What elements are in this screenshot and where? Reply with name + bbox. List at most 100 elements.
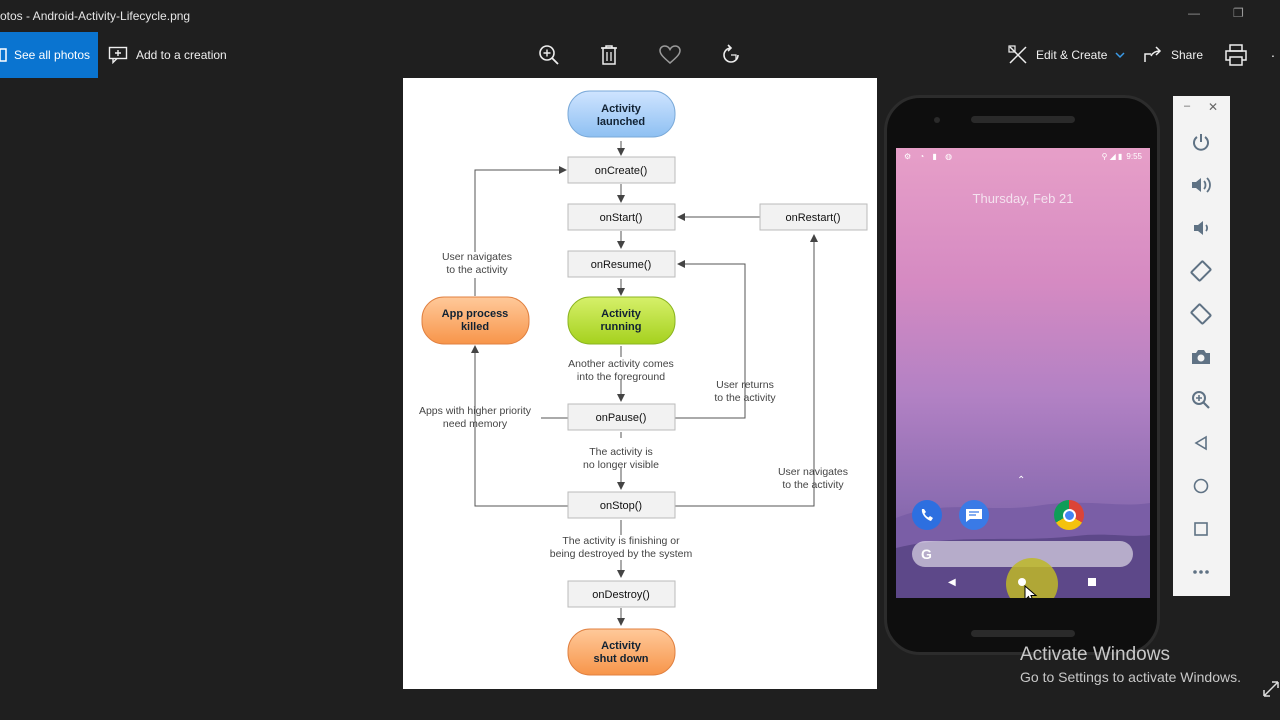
node-onresume: onResume() [567,250,676,278]
minimize-button[interactable]: — [1188,6,1200,20]
photos-icon [0,48,7,62]
touch-indicator [1006,558,1058,598]
google-search-bar[interactable]: G [912,541,1133,567]
activate-windows-subtitle: Go to Settings to activate Windows. [1020,669,1241,685]
label-user-returns-1: User returns [716,379,774,391]
camera-dot [934,117,940,123]
chevron-down-icon [1115,52,1125,59]
mouse-cursor-icon [1024,585,1038,598]
node-oncreate: onCreate() [567,156,676,184]
zoom-in-icon[interactable] [536,42,562,68]
node-onrestart-label: onRestart() [785,212,840,224]
nav-overview-icon[interactable] [1088,578,1096,586]
status-right-icons: ⚲ ◢ ▮ [1101,151,1123,161]
label-finishing-1: The activity is finishing or [562,535,680,547]
overview-icon[interactable] [1187,515,1215,543]
rotate-right-icon[interactable] [1187,300,1215,328]
more-icon[interactable]: · [1270,47,1276,63]
chrome-app-icon[interactable] [1054,500,1084,530]
share-icon [1144,46,1162,62]
node-app-process-killed: App process killed [421,296,530,345]
add-to-creation-label: Add to a creation [136,48,227,62]
zoom-icon[interactable] [1187,386,1215,414]
rotate-left-icon[interactable] [1187,257,1215,285]
emulator-side-panel: – ✕ [1173,96,1230,596]
label-user-navigates-top-1: User navigates [442,251,512,263]
volume-down-icon[interactable] [1187,214,1215,242]
volume-up-icon[interactable] [1187,171,1215,199]
rotate-icon[interactable] [718,42,744,68]
node-activity-launched-line2: launched [597,116,645,128]
toolbar: See all photos Add to a creation Edit & … [0,32,1280,78]
activate-windows-title: Activate Windows [1020,644,1170,665]
label-finishing-2: being destroyed by the system [550,548,693,560]
back-icon[interactable] [1187,429,1215,457]
node-onstart: onStart() [567,203,676,231]
nav-back-icon[interactable]: ◀ [948,577,956,588]
edit-icon [1008,45,1027,64]
node-onpause: onPause() [567,403,676,431]
add-to-creation-button[interactable]: Add to a creation [108,32,227,78]
node-onresume-label: onResume() [591,259,652,271]
node-onstart-label: onStart() [600,212,643,224]
node-shutdown-line2: shut down [594,653,649,665]
node-activity-launched-line1: Activity [601,103,642,115]
power-icon[interactable] [1187,128,1215,156]
camera-icon[interactable] [1187,343,1215,371]
label-apps-priority-2: need memory [443,418,508,430]
title-bar: otos - Android-Activity-Lifecycle.png — … [0,0,1280,32]
node-activity-launched: Activity launched [567,90,676,138]
activate-windows-watermark: Activate Windows Go to Settings to activ… [1020,644,1241,685]
node-onstop-label: onStop() [600,500,642,512]
google-g-icon: G [921,546,932,562]
print-icon[interactable] [1223,42,1249,68]
label-no-longer-visible-1: The activity is [589,446,653,458]
see-all-photos-button[interactable]: See all photos [0,32,98,78]
edit-create-label: Edit & Create [1036,48,1108,62]
status-bar: ⚙ ◔ ▮ ◍ ⚲ ◢ ▮ 9:55 [896,148,1150,164]
phone-app-icon[interactable] [912,500,942,530]
node-shutdown-line1: Activity [601,640,642,652]
fullscreen-icon[interactable] [1262,680,1280,698]
label-another-activity-2: into the foreground [577,371,665,383]
node-activity-running: Activity running [567,296,676,345]
creation-icon [108,46,128,64]
nav-home-icon[interactable] [1018,578,1026,586]
label-user-navigates-top-2: to the activity [446,264,508,276]
edit-create-button[interactable]: Edit & Create [1008,32,1125,78]
see-all-label: See all photos [14,48,91,62]
share-label: Share [1171,48,1204,62]
phone-screen[interactable]: ⚙ ◔ ▮ ◍ ⚲ ◢ ▮ 9:55 Thursday, Feb 21 ⌃ G … [896,148,1150,598]
home-date: Thursday, Feb 21 [972,191,1074,206]
speaker-top [971,116,1075,123]
node-killed-line2: killed [461,321,489,333]
node-onrestart: onRestart() [759,203,868,231]
emulator-close-button[interactable]: ✕ [1208,100,1219,114]
share-button[interactable]: Share [1143,32,1203,78]
node-onpause-label: onPause() [596,412,647,424]
node-oncreate-label: onCreate() [595,165,648,177]
messages-app-icon[interactable] [959,500,989,530]
heart-icon[interactable] [657,42,683,68]
more-options-icon[interactable] [1187,558,1215,586]
node-ondestroy: onDestroy() [567,580,676,608]
delete-icon[interactable] [596,42,622,68]
node-activity-running-line1: Activity [601,308,642,320]
lifecycle-image: Activity launched onCreate() onStart() o… [403,78,877,689]
label-user-navigates-right-1: User navigates [778,466,848,478]
home-icon[interactable] [1187,472,1215,500]
label-another-activity-1: Another activity comes [568,358,674,370]
node-activity-shut-down: Activity shut down [567,628,676,676]
label-user-returns-2: to the activity [714,392,776,404]
node-activity-running-line2: running [601,321,642,333]
node-ondestroy-label: onDestroy() [592,589,649,601]
restore-button[interactable]: ❐ [1233,6,1244,20]
window-title: otos - Android-Activity-Lifecycle.png [0,9,191,23]
app-drawer-chevron-icon[interactable]: ⌃ [1017,475,1026,486]
node-killed-line1: App process [442,308,509,320]
node-onstop: onStop() [567,491,676,519]
status-time: 9:55 [1126,151,1142,161]
emulator-minimize-button[interactable]: – [1184,100,1191,112]
label-apps-priority-1: Apps with higher priority [419,405,532,417]
speaker-bottom [971,630,1075,637]
